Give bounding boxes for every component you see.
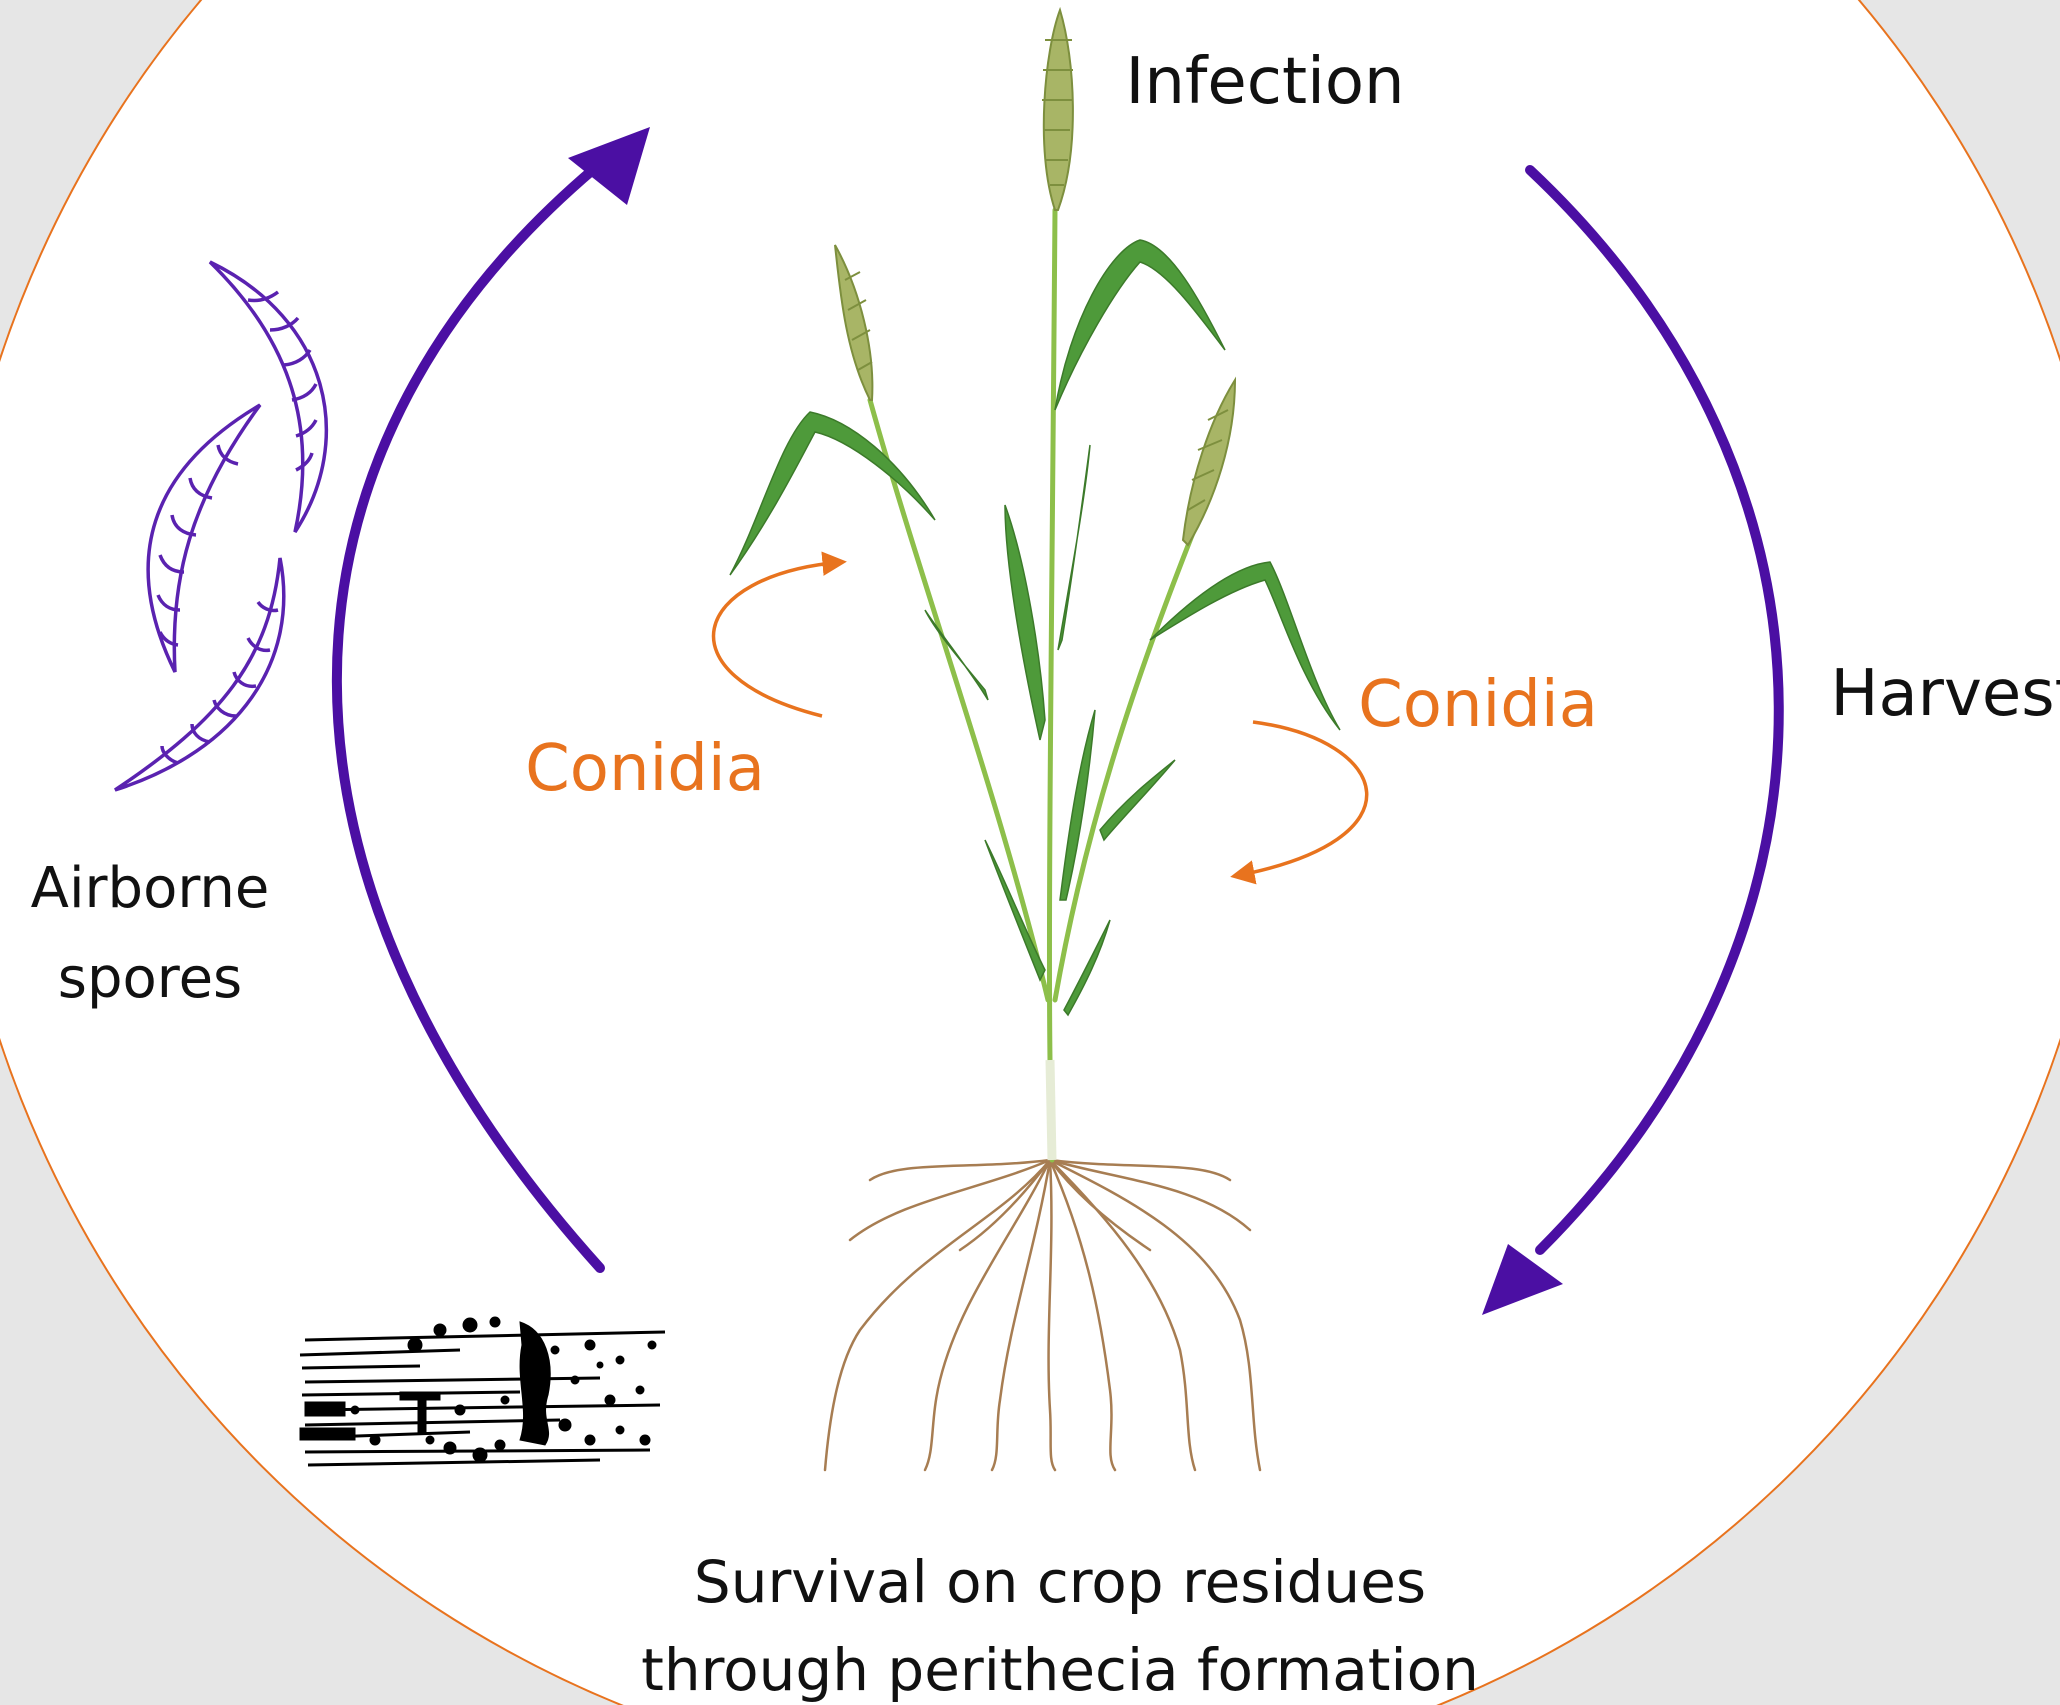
label-conidia-right: Conidia — [1358, 668, 1598, 742]
label-infection: Infection — [1125, 45, 1404, 119]
label-airborne: Airborne — [31, 856, 270, 921]
label-conidia-left: Conidia — [525, 732, 765, 806]
label-harvest: Harvest — [1830, 657, 2060, 731]
label-survival-line1: Survival on crop residues — [694, 1548, 1426, 1616]
label-survival-line2: through perithecia formation — [641, 1636, 1479, 1704]
label-spores: spores — [58, 946, 242, 1011]
